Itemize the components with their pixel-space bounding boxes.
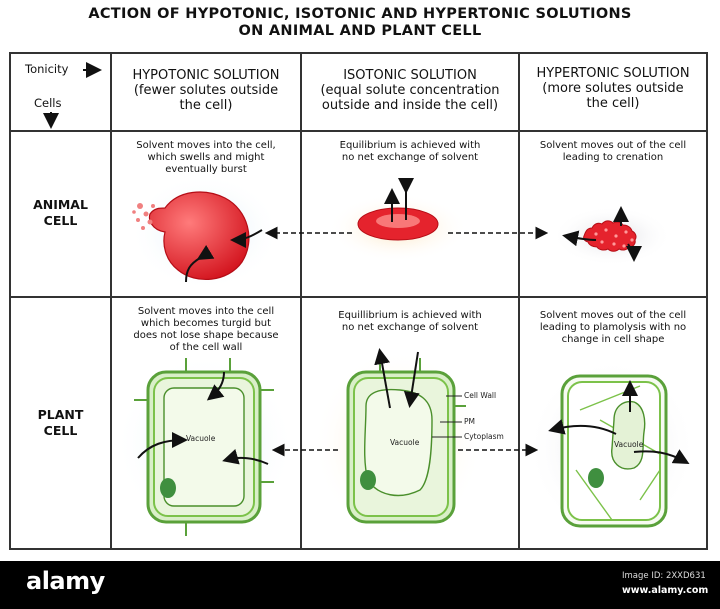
title-line-1: ACTION OF HYPOTONIC, ISOTONIC AND HYPERT… [88,6,632,22]
row-label-plant-2: CELL [43,423,78,438]
plant-hypertonic-caption: Solvent moves out of the cell leading to… [521,310,705,346]
row-label-plant-1: PLANT [37,407,84,422]
caption-line: leading to plamolysis with no [539,322,687,333]
hypotonic-title: HYPOTONIC SOLUTION [132,68,280,83]
plant-hypertonic-cell [527,358,697,538]
cells-label: Cells [34,96,62,110]
diagram-title: ACTION OF HYPOTONIC, ISOTONIC AND HYPERT… [0,6,720,40]
watermark-footer: alamy Image ID: 2XXD631 www.alamy.com [0,561,720,609]
plant-hypotonic-cell [115,354,295,536]
hypertonic-sub-1: (more solutes outside [542,81,684,96]
row-label-animal: ANIMAL CELL [12,197,109,229]
isotonic-sub-2: outside and inside the cell) [321,98,499,113]
corner-arrows [43,62,102,129]
hypotonic-sub-1: (fewer solutes outside [133,83,279,98]
animal-hypertonic-cell [552,206,672,266]
plant-isotonic-caption: Equillibrium is achieved with no net exc… [303,310,517,334]
row-label-plant: PLANT CELL [12,407,109,439]
column-header-isotonic: ISOTONIC SOLUTION (equal solute concentr… [303,68,517,113]
caption-line: Solvent moves out of the cell [539,310,687,321]
caption-line: Equilibrium is achieved with [339,140,481,151]
vacuole-label-hypotonic: Vacuole [186,434,216,443]
caption-line: Solvent moves out of the cell [539,140,687,151]
cell-wall-label: Cell Wall [464,391,497,400]
isotonic-title: ISOTONIC SOLUTION [343,68,477,83]
caption-line: no net exchange of solvent [341,152,479,163]
row-label-animal-2: CELL [43,213,78,228]
isotonic-sub-1: (equal solute concentration [320,83,500,98]
site-url: www.alamy.com [622,585,709,596]
animal-isotonic-cell [328,178,468,262]
column-header-hypertonic: HYPERTONIC SOLUTION (more solutes outsid… [521,66,705,111]
table-grid [9,52,708,550]
vacuole-label-hypertonic: Vacuole [614,440,644,449]
hypertonic-title: HYPERTONIC SOLUTION [536,66,690,81]
caption-line: leading to crenation [562,152,664,163]
caption-line: which becomes turgid but [140,318,272,329]
alamy-logo: alamy [26,567,105,595]
animal-isotonic-caption: Equilibrium is achieved with no net exch… [303,140,517,164]
hypotonic-sub-2: the cell) [179,98,233,113]
animal-hypertonic-caption: Solvent moves out of the cell leading to… [521,140,705,164]
row-label-animal-1: ANIMAL [33,197,88,212]
caption-line: Solvent moves into the cell [137,306,275,317]
plant-hypotonic-caption: Solvent moves into the cell which become… [113,306,299,354]
image-id: Image ID: 2XXD631 [622,571,706,581]
vacuole-label-isotonic: Vacuole [390,438,420,447]
cytoplasm-label: Cytoplasm [464,432,504,441]
caption-line: Equillibrium is achieved with [338,310,482,321]
caption-line: does not lose shape because [133,330,279,341]
tonicity-label: Tonicity [25,62,69,76]
column-header-hypotonic: HYPOTONIC SOLUTION (fewer solutes outsid… [113,68,299,113]
caption-line: no net exchange of solvent [341,322,479,333]
animal-hypotonic-caption: Solvent moves into the cell, which swell… [113,140,299,176]
plant-isotonic-cell [313,348,483,539]
hypertonic-sub-2: the cell) [586,96,640,111]
caption-line: eventually burst [165,164,247,175]
pm-label: PM [464,417,475,426]
caption-line: Solvent moves into the cell, [136,140,276,151]
caption-line: of the cell wall [169,342,243,353]
caption-line: change in cell shape [561,334,665,345]
caption-line: which swells and might [147,152,265,163]
diagram-canvas [9,52,708,550]
animal-hypotonic-cell [130,174,280,290]
title-line-2: ON ANIMAL AND PLANT CELL [238,23,482,39]
